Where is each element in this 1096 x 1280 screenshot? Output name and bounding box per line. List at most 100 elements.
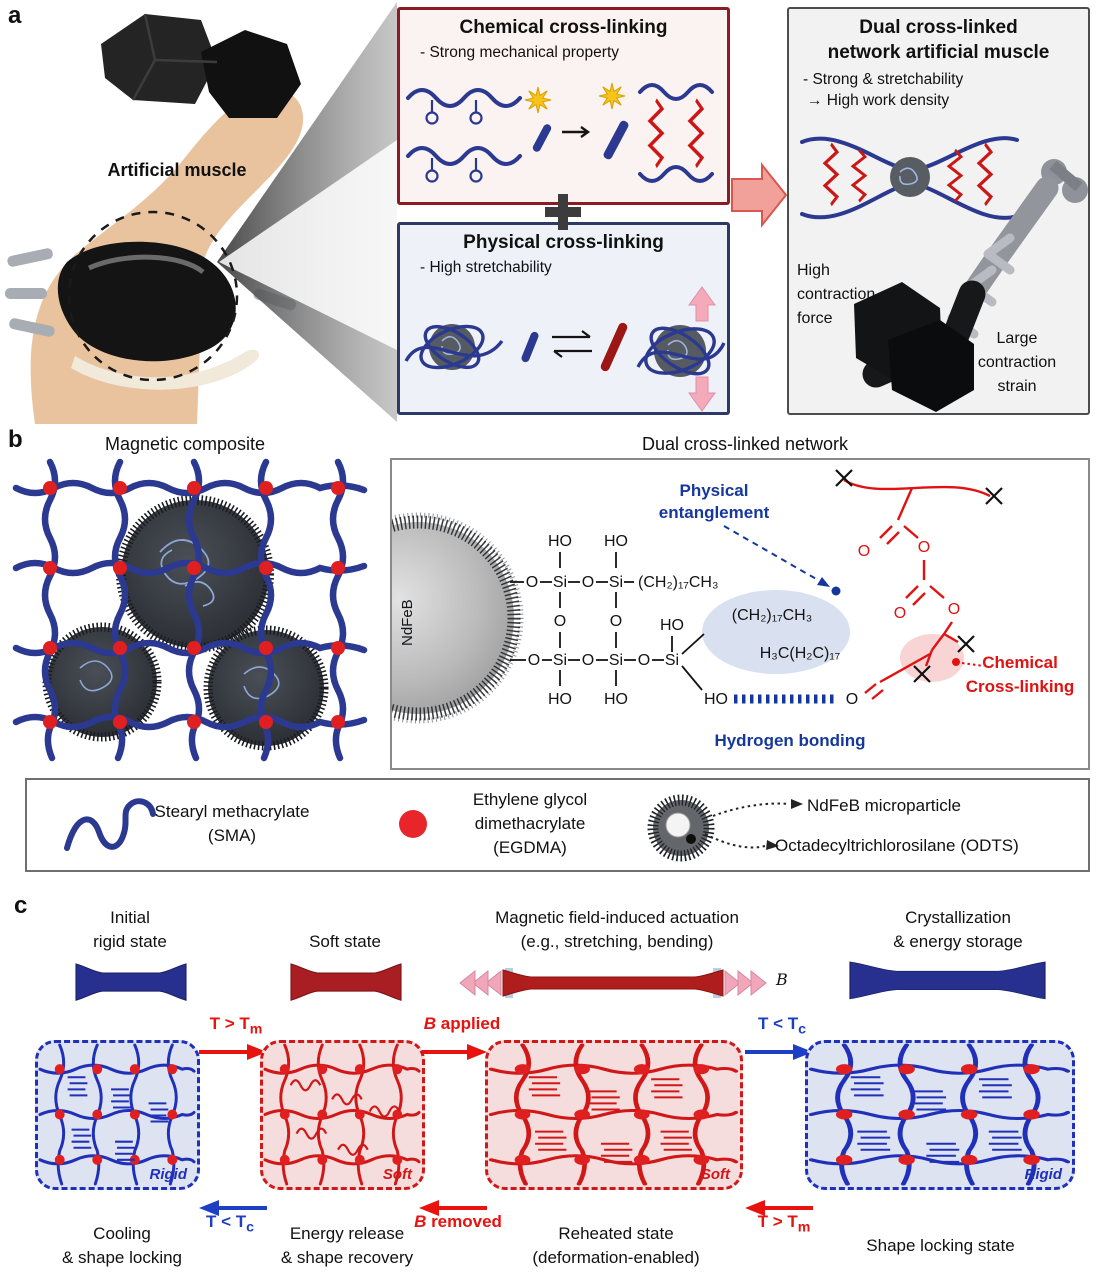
soft-network-pattern xyxy=(263,1043,421,1186)
reaction-arrow-icon xyxy=(562,126,591,138)
bottom-title-shape-locking: Shape locking state xyxy=(866,1236,1015,1255)
locked-rigid-network-pattern xyxy=(808,1043,1071,1186)
chem-si: Si xyxy=(665,652,679,669)
chemical-crosslinking-box: Chemical cross-linking - Strong mechanic… xyxy=(397,7,730,205)
egdma-legend-label: Ethylene glycol dimethacrylate (EGDMA) xyxy=(472,790,588,857)
chemical-crosslinking-label-2: Cross-linking xyxy=(966,677,1075,696)
ndfeb-particle-clusters xyxy=(42,495,329,751)
chem-o: O xyxy=(528,652,540,669)
sma-legend-label: Stearyl methacrylate (SMA) xyxy=(154,802,310,845)
panel-a-label: a xyxy=(8,2,22,29)
transition-t-lt-tc: T < Tc xyxy=(757,1014,807,1038)
result-desc2: → High work density xyxy=(807,92,950,109)
bottom-title-cooling: Cooling & shape locking xyxy=(61,1224,183,1267)
bottom-title-energy-release: Energy release & shape recovery xyxy=(280,1224,414,1267)
result-title-line1: Dual cross-linked xyxy=(859,17,1018,38)
entanglement-pointer xyxy=(723,525,841,596)
chem-o-red: O xyxy=(894,605,906,622)
panel-b-label: b xyxy=(8,426,23,453)
chem-ho-donor: HO xyxy=(704,691,728,708)
network-box-rigid-1: Rigid xyxy=(35,1040,200,1190)
bone-shape xyxy=(71,349,260,390)
chemistry-diagram: NdFeB O Si O Si (CH₂)₁₇CH₃ HO HO O O xyxy=(312,468,1075,750)
state-title-soft: Soft state xyxy=(309,932,381,951)
dogbone-rigid-blue xyxy=(75,963,187,1001)
arrow-right-red xyxy=(418,1042,488,1062)
ndfeb-legend-label: NdFeB microparticle xyxy=(807,796,961,815)
chem-o-red: O xyxy=(918,539,930,556)
transition-b-removed: B removed xyxy=(414,1212,502,1231)
chem-o-red: O xyxy=(858,543,870,560)
bond-lines xyxy=(510,552,705,691)
entanglement-ball xyxy=(654,325,706,377)
chem-ho: HO xyxy=(548,691,572,708)
chem-ho: HO xyxy=(660,617,684,634)
chem-o: O xyxy=(582,652,594,669)
muscle-shape xyxy=(57,241,236,362)
physical-entanglement-label-1: Physical xyxy=(680,481,749,500)
chem-ho: HO xyxy=(604,533,628,550)
network-box-soft-1: Soft xyxy=(260,1040,425,1190)
rigid-network-pattern xyxy=(38,1043,196,1186)
result-box-title: Dual cross-linked network artificial mus… xyxy=(789,9,1088,65)
state-title-initial-rigid: Initial rigid state xyxy=(93,908,167,951)
legend-box: Stearyl methacrylate (SMA) Ethylene glyc… xyxy=(25,778,1090,872)
result-arrow-icon xyxy=(731,162,788,228)
chem-si: Si xyxy=(609,574,623,591)
dual-network-molecule-diagram xyxy=(800,136,1019,220)
panel-c-label: c xyxy=(14,892,28,919)
soft-state-label: Soft xyxy=(382,1166,412,1183)
transition-t-lt-tc-bottom: T < Tc xyxy=(205,1212,255,1236)
alkyl-chain-label: (CH₂)₁₇CH₃ xyxy=(732,607,813,624)
chem-si: Si xyxy=(609,652,623,669)
dumbbell-icon xyxy=(101,13,301,118)
physical-crosslinking-box: Physical cross-linking - High stretchabi… xyxy=(397,222,730,415)
physical-entanglement-label-2: entanglement xyxy=(659,503,770,522)
chem-o: O xyxy=(554,613,566,630)
zoom-dashed-circle xyxy=(67,210,239,382)
chemical-box-title: Chemical cross-linking xyxy=(459,17,668,38)
chem-o-red: O xyxy=(948,601,960,618)
chem-o: O xyxy=(610,613,622,630)
magnetic-composite-title: Magnetic composite xyxy=(104,434,266,454)
large-contraction-strain-note: Large contraction strain xyxy=(977,330,1057,395)
chem-o: O xyxy=(582,574,594,591)
bottom-title-reheated: Reheated state (deformation-enabled) xyxy=(532,1224,700,1267)
alkyl-chain-label: (CH₂)₁₇CH₃ xyxy=(638,574,719,591)
transition-t-gt-tm: T > Tm xyxy=(209,1014,263,1038)
result-desc1: - Strong & stretchability xyxy=(803,71,964,88)
egdma-symbol xyxy=(399,810,427,838)
activation-star-icon xyxy=(598,82,626,110)
equilibrium-arrows-icon xyxy=(552,330,592,358)
chemical-crosslink-springs xyxy=(650,100,702,167)
rigid-state-label: Rigid xyxy=(149,1166,188,1183)
ndfeb-particle-symbol xyxy=(647,794,715,862)
network-box-rigid-2: Rigid xyxy=(805,1040,1075,1190)
activation-star-icon xyxy=(524,86,552,114)
dual-network-title: Dual cross-linked network xyxy=(641,434,849,454)
arrow-right-blue xyxy=(744,1042,814,1062)
soft-state-label: Soft xyxy=(700,1166,730,1183)
transition-t-gt-tm-bottom: T > Tm xyxy=(757,1212,811,1236)
state-title-crystallization: Crystallization & energy storage xyxy=(893,908,1023,951)
alkyl-chain-rev-label: H₃C(H₂C)₁₇ xyxy=(760,645,841,662)
plus-icon xyxy=(545,194,581,230)
ndfeb-label: NdFeB xyxy=(399,599,416,646)
physical-box-desc: - High stretchability xyxy=(420,259,552,276)
chem-si: Si xyxy=(553,652,567,669)
dogbone-soft-red xyxy=(290,963,402,1001)
rigid-state-label: Rigid xyxy=(1024,1166,1063,1183)
magnetic-field-label: B xyxy=(776,970,788,989)
polymer-strands xyxy=(406,88,522,166)
sma-symbol xyxy=(64,798,156,851)
physical-box-title: Physical cross-linking xyxy=(463,232,664,253)
high-contraction-force-note: High contraction force xyxy=(797,262,876,327)
dogbone-stretched xyxy=(459,968,767,998)
crosslink-point-dot xyxy=(952,658,960,666)
result-title-line2: network artificial muscle xyxy=(827,42,1050,63)
arm-illustration xyxy=(5,2,397,424)
dual-network-chemistry-box: NdFeB O Si O Si (CH₂)₁₇CH₃ HO HO O O xyxy=(312,458,1090,770)
legend-pointer-arrows xyxy=(704,799,803,850)
chemical-crosslinking-label-1: Chemical xyxy=(982,653,1058,672)
